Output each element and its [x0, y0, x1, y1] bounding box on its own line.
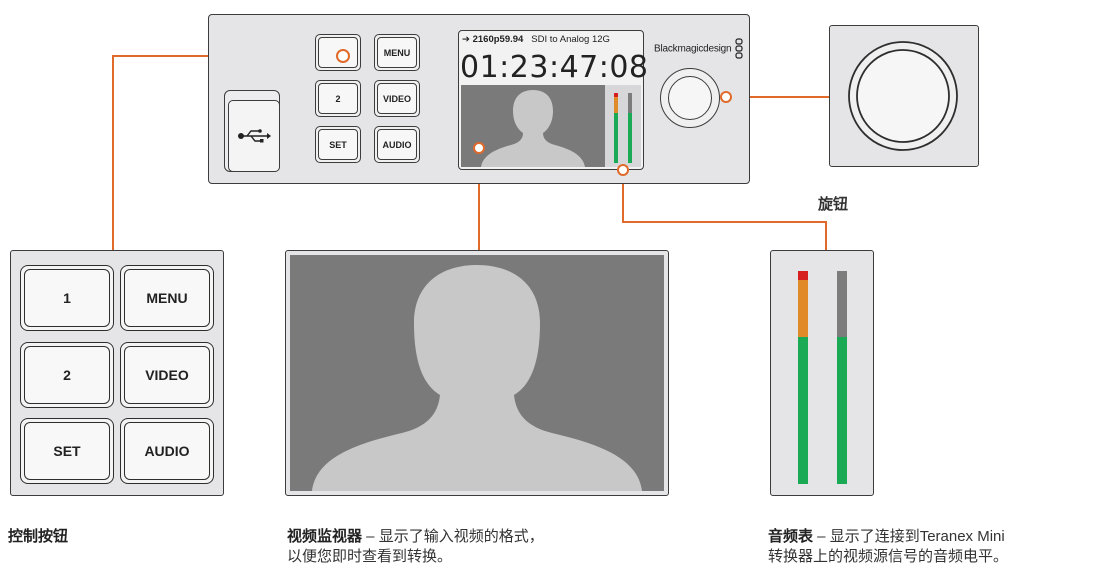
control-button-menu[interactable]: MENU: [120, 265, 214, 331]
control-button-video[interactable]: VIDEO: [120, 342, 214, 408]
video-caption-text2: 以便您即时查看到转换。: [287, 548, 453, 565]
panel-button-1[interactable]: [315, 34, 361, 71]
panel-button-menu[interactable]: MENU: [374, 34, 420, 71]
audio-caption-text2: 转换器上的视频源信号的音频电平。: [768, 548, 1009, 565]
video-monitor-preview: [290, 255, 664, 491]
audio-caption-text: – 显示了连接到Teranex Mini: [813, 528, 1005, 545]
control-button-1[interactable]: 1: [20, 265, 114, 331]
panel-button-video[interactable]: VIDEO: [374, 80, 420, 117]
lcd-format: 2160p59.94: [472, 34, 524, 45]
usb-icon: [238, 129, 271, 143]
audio-caption-title: 音频表: [768, 528, 814, 545]
lcd-timecode: 01:23:47:08: [460, 50, 649, 85]
brand-mark-icon: [735, 38, 743, 59]
usb-port[interactable]: [228, 100, 280, 172]
panel-button-set[interactable]: SET: [315, 126, 361, 163]
knob-detail-panel: [829, 25, 979, 167]
lcd-status-line: ➔ 2160p59.94 SDI to Analog 12G: [462, 34, 640, 45]
brand-logo: Blackmagicdesign: [654, 38, 744, 60]
control-button-2[interactable]: 2: [20, 342, 114, 408]
person-silhouette-icon: [312, 265, 642, 491]
lcd-audio-meters: [605, 85, 641, 167]
video-caption-text: – 显示了输入视频的格式，: [362, 528, 544, 545]
lcd-video-preview: [461, 85, 605, 167]
rotary-knob-center[interactable]: [668, 76, 712, 120]
control-button-set[interactable]: SET: [20, 418, 114, 484]
audio-meters-detail-panel: [770, 250, 874, 496]
control-button-audio[interactable]: AUDIO: [120, 418, 214, 484]
input-arrow-icon: ➔: [462, 34, 470, 45]
lcd-mode: SDI to Analog 12G: [531, 34, 610, 45]
video-caption-title: 视频监视器: [287, 528, 363, 545]
panel-button-audio[interactable]: AUDIO: [374, 126, 420, 163]
person-silhouette-icon: [481, 90, 585, 167]
control-caption: 控制按钮: [8, 528, 69, 545]
panel-button-2[interactable]: 2: [315, 80, 361, 117]
knob-caption: 旋钮: [818, 196, 849, 213]
video-caption: 视频监视器 – 显示了输入视频的格式， 以便您即时查看到转换。: [287, 527, 667, 567]
audio-caption: 音频表 – 显示了连接到Teranex Mini 转换器上的视频源信号的音频电平…: [768, 527, 1098, 567]
